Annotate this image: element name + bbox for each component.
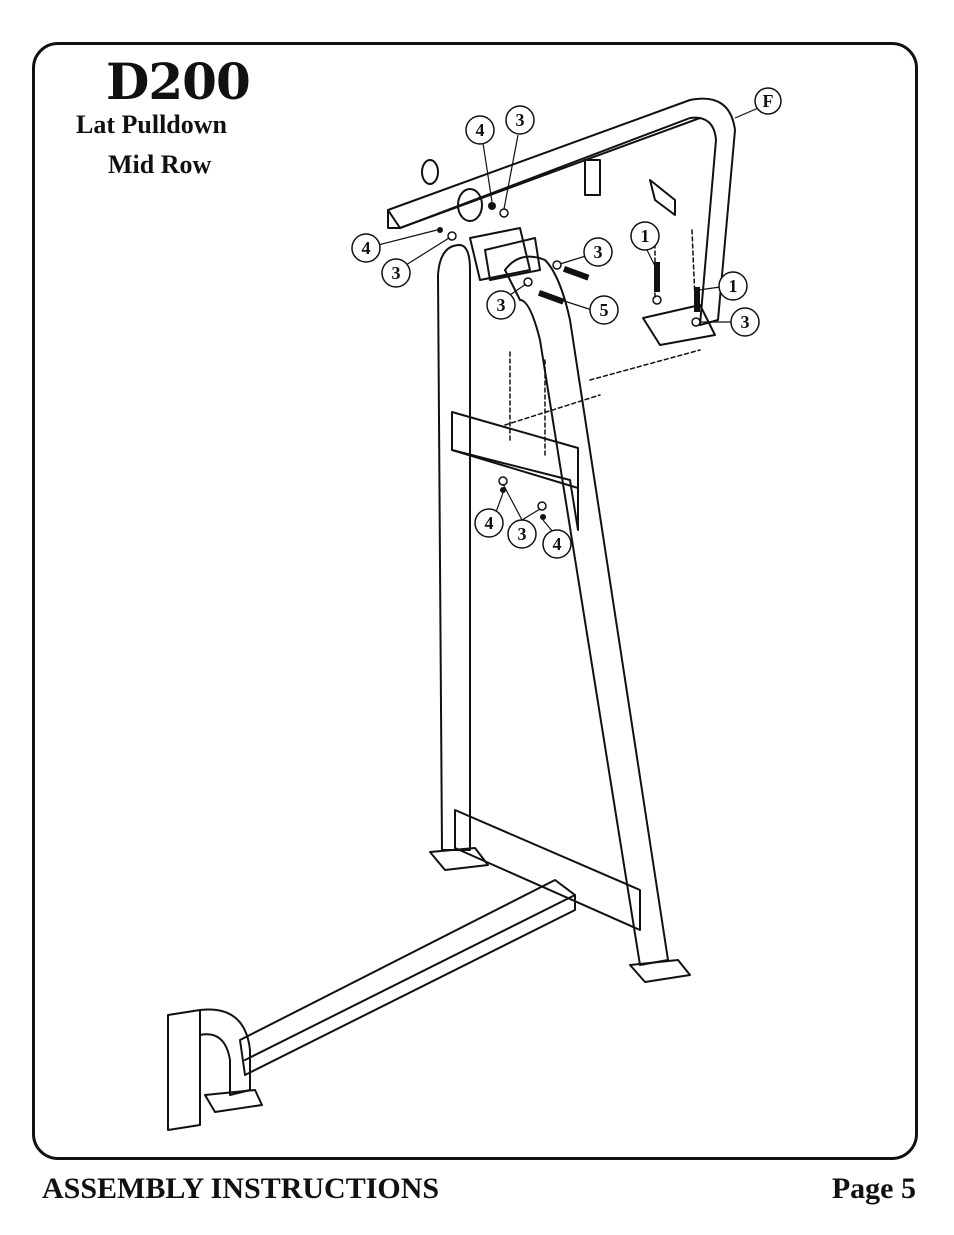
middle-crossbar: [451, 411, 579, 531]
pivot-cylinder: [457, 188, 483, 222]
callout-5: 5: [589, 295, 619, 325]
mounting-plate: [642, 304, 716, 346]
callout-3-lower: 3: [507, 519, 537, 549]
callout-3-right: 3: [730, 307, 760, 337]
svg-text:4: 4: [485, 513, 494, 533]
callout-3-top: 3: [505, 105, 535, 135]
footer-assembly-instructions: ASSEMBLY INSTRUCTIONS: [42, 1172, 440, 1205]
callout-1-upper: 1: [630, 221, 660, 251]
left-foot-plate: [429, 847, 489, 871]
callout-1-right: 1: [718, 271, 748, 301]
rear-post: [167, 1009, 201, 1131]
svg-text:1: 1: [729, 276, 738, 296]
svg-text:1: 1: [641, 226, 650, 246]
callout-3-mid: 3: [486, 290, 516, 320]
model-title: D200: [106, 52, 251, 111]
svg-text:3: 3: [392, 263, 401, 283]
rear-foot-plate: [204, 1089, 263, 1113]
callout-4-top: 4: [465, 115, 495, 145]
top-plate: [469, 227, 531, 281]
callout-4-lower-right: 4: [542, 529, 572, 559]
right-upright: [504, 255, 669, 966]
subtitle-lat-pulldown: Lat Pulldown: [76, 110, 227, 139]
callout-4-lower-left: 4: [474, 508, 504, 538]
svg-text:3: 3: [497, 295, 506, 315]
callout-f: F: [754, 87, 782, 115]
callout-3-left: 3: [381, 258, 411, 288]
svg-text:4: 4: [362, 238, 371, 258]
svg-text:5: 5: [600, 300, 609, 320]
right-foot-plate: [629, 959, 691, 983]
base-beam: [239, 879, 576, 1076]
callout-4-left: 4: [351, 233, 381, 263]
svg-text:3: 3: [516, 110, 525, 130]
page-border: [32, 42, 918, 1160]
lower-crossbar: [454, 809, 641, 931]
svg-text:4: 4: [476, 120, 485, 140]
subtitle-mid-row: Mid Row: [108, 150, 212, 179]
svg-text:3: 3: [518, 524, 527, 544]
svg-text:3: 3: [594, 242, 603, 262]
svg-text:4: 4: [553, 534, 562, 554]
footer-page-number: Page 5: [831, 1172, 916, 1205]
left-upright: [437, 244, 471, 851]
callout-3-center: 3: [583, 237, 613, 267]
svg-text:F: F: [763, 91, 774, 111]
svg-text:3: 3: [741, 312, 750, 332]
